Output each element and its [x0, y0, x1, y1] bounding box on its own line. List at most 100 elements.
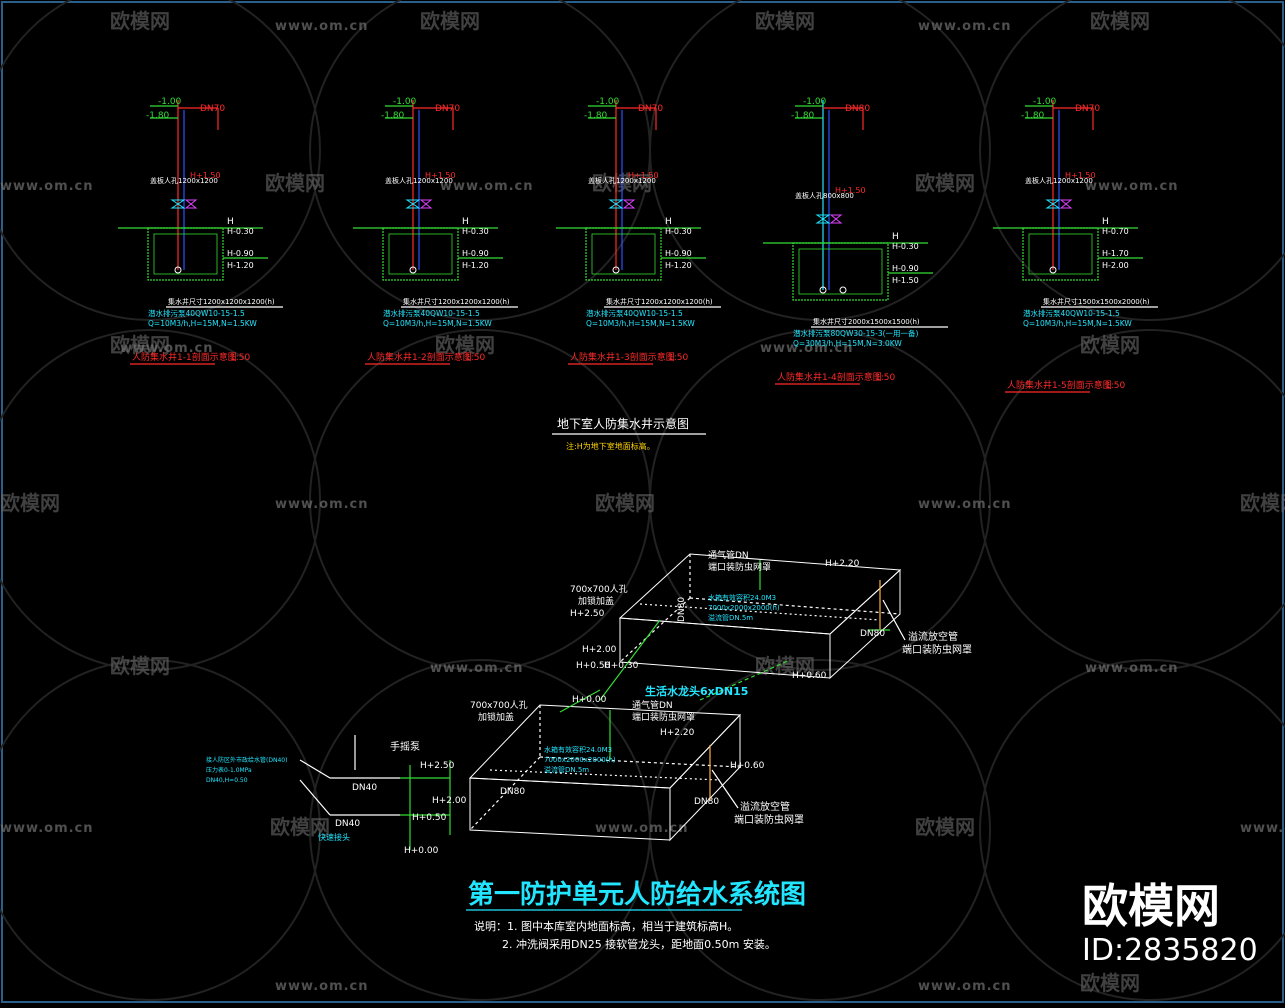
pit-caption: 人防集水井1-5剖面示意图: [1007, 379, 1112, 391]
pit-level-top: -1.00: [393, 97, 417, 107]
upper-vent-label2: 端口装防虫网罩: [708, 561, 771, 573]
watermark-circle: [0, 659, 321, 1001]
section2-labels: 700x700人孔 加锁加盖 通气管DN 端口装防虫网罩 水箱有效容积24.0M…: [206, 549, 972, 856]
upper-vent-label: 通气管DN: [708, 549, 749, 561]
pit-dims: 集水井尺寸1200x1200x1200(h): [168, 297, 275, 306]
pit-level-top: -1.00: [596, 97, 620, 107]
riser-level-1: H+2.50: [420, 761, 455, 771]
pit-ref-level: H+1.50: [835, 186, 866, 195]
watermark-url: www.om.cn: [1085, 661, 1179, 676]
watermark-brand: 欧模网: [755, 9, 815, 33]
pit-scale: 1:50: [465, 353, 485, 363]
watermark-texts: 欧模网欧模网欧模网欧模网欧模网欧模网欧模网欧模网欧模网欧模网欧模网欧模网欧模网欧…: [0, 9, 1285, 995]
pit-pipe-label: DN70: [200, 104, 225, 114]
watermark-circle: [979, 659, 1285, 1001]
watermark-url: www.om.cn: [918, 19, 1012, 34]
sump-pit-section-3: -1.00-1.80DN70盖板人孔1200x1200H+1.50HH-0.30…: [556, 97, 721, 365]
pit-spec: Q=30M3/h,H=15M,N=3.0KW: [793, 339, 902, 348]
watermark-url: www.om.cn: [918, 979, 1012, 994]
pit-lv1: H-0.30: [892, 242, 919, 251]
lower-dn1: DN80: [500, 787, 525, 797]
watermark-url: www.om.cn: [918, 497, 1012, 512]
lower-water-tank: [468, 689, 742, 842]
pit-cover: 盖板人孔800x800: [795, 191, 854, 200]
upper-overflow-label2: 端口装防虫网罩: [902, 643, 972, 656]
pit-pump: 潜水排污泵40QW10-15-1.5: [383, 308, 480, 318]
riser-level-2: H+2.00: [432, 796, 467, 806]
watermark-brand: 欧模网: [110, 9, 170, 33]
watermark-circle: [309, 0, 651, 321]
pit-level-h: H: [1102, 217, 1109, 227]
pit-cover: 盖板人孔1200x1200: [588, 176, 656, 185]
pit-lv3: H-1.50: [892, 276, 919, 285]
lower-vent-label: 通气管DN: [632, 699, 673, 711]
riser-level-3: H+0.50: [412, 813, 447, 823]
upper-tap-label: 生活水龙头6xDN15: [645, 684, 748, 698]
watermark-circle: [649, 329, 991, 671]
watermark-url: www.om.cn: [275, 497, 369, 512]
pit-lv2: H-1.70: [1102, 249, 1129, 258]
upper-level-top-right: H+2.20: [825, 559, 860, 569]
pit-scale: 1:50: [668, 353, 688, 363]
sump-pit-section-4: -1.00-1.80DN80盖板人孔800x800H+1.50HH-0.30H-…: [763, 97, 948, 385]
riser-dn2: DN40: [335, 819, 360, 829]
upper-level-low: H+0.50: [576, 661, 611, 671]
watermark-brand: 欧模网: [1240, 491, 1285, 515]
section2-title: 第一防护单元人防给水系统图: [468, 879, 806, 910]
lower-volume-1: 水箱有效容积24.0M3: [544, 745, 612, 754]
upper-volume-1: 水箱有效容积24.0M3: [708, 593, 776, 602]
lower-manhole-label: 700x700人孔: [470, 700, 528, 711]
watermark-brand: 欧模网: [110, 654, 170, 678]
upper-water-tank: [599, 553, 902, 701]
pit-cover: 盖板人孔1200x1200: [1025, 176, 1093, 185]
lower-dn2: DN80: [694, 797, 719, 807]
watermark-brand: 欧模网: [1090, 9, 1150, 33]
hand-pump-label: 手摇泵: [390, 740, 420, 753]
upper-overflow-label: 溢流放空管: [908, 630, 958, 643]
pit-spec: Q=10M3/h,H=15M,N=1.5KW: [383, 319, 492, 328]
pit-level-h: H: [227, 217, 234, 227]
pit-level-h: H: [462, 217, 469, 227]
watermark-brand: 欧模网: [595, 491, 655, 515]
lower-volume-3: 溢流管DN.5m: [544, 765, 589, 774]
section1-note: 注:H为地下室地面标高。: [566, 441, 655, 451]
pit-level-mid: -1.80: [381, 111, 405, 121]
upper-dn1: DN80: [677, 597, 687, 622]
pit-ref-level: H+1.50: [190, 171, 221, 180]
watermark-brand: 欧模网: [1080, 333, 1140, 357]
pit-caption: 人防集水井1-4剖面示意图: [777, 371, 882, 383]
watermark-url: www.om.cn: [0, 179, 94, 194]
pit-level-top: -1.00: [158, 97, 182, 107]
watermark-url: www.om.cn: [0, 821, 94, 836]
pit-lv1: H-0.30: [665, 227, 692, 236]
pit-lv1: H-0.30: [227, 227, 254, 236]
watermark-brand: 欧模网: [110, 333, 170, 357]
section1-title: 地下室人防集水井示意图: [557, 416, 689, 431]
pit-level-mid: -1.80: [146, 111, 170, 121]
pit-caption: 人防集水井1-2剖面示意图: [367, 351, 472, 363]
watermark-circle: [979, 0, 1285, 321]
watermark-url: www.om.cn: [1240, 821, 1285, 836]
upper-dn2: DN80: [860, 629, 885, 639]
upper-level-right: H+0.60: [792, 671, 827, 681]
watermark-url: www.om.cn: [595, 821, 689, 836]
pit-pipe-label: DN80: [845, 104, 870, 114]
upper-level-top: H+2.50: [570, 609, 605, 619]
pit-pump: 潜水排污泵40QW10-15-1.5: [586, 308, 683, 318]
riser-note-1: 接人防区外市政给水管(DN40): [206, 756, 287, 764]
pit-level-h: H: [665, 217, 672, 227]
pit-dims: 集水井尺寸1500x1500x2000(h): [1043, 297, 1150, 306]
section2-note-1: 说明：1. 图中本库室内地面标高，相当于建筑标高H。: [474, 919, 738, 933]
pit-lv2: H-0.90: [227, 249, 254, 258]
watermark-brand: 欧模网: [0, 491, 60, 515]
watermark-circle: [0, 0, 321, 321]
pit-dims: 集水井尺寸1200x1200x1200(h): [606, 297, 713, 306]
lower-volume-2: 7000x2000x2000(h): [544, 756, 616, 764]
pit-cover: 盖板人孔1200x1200: [385, 176, 453, 185]
pit-pump: 潜水排污泵40QW10-15-1.5: [148, 308, 245, 318]
pit-lv2: H-0.90: [462, 249, 489, 258]
upper-volume-2: 7000x2000x2000(h): [708, 604, 780, 612]
